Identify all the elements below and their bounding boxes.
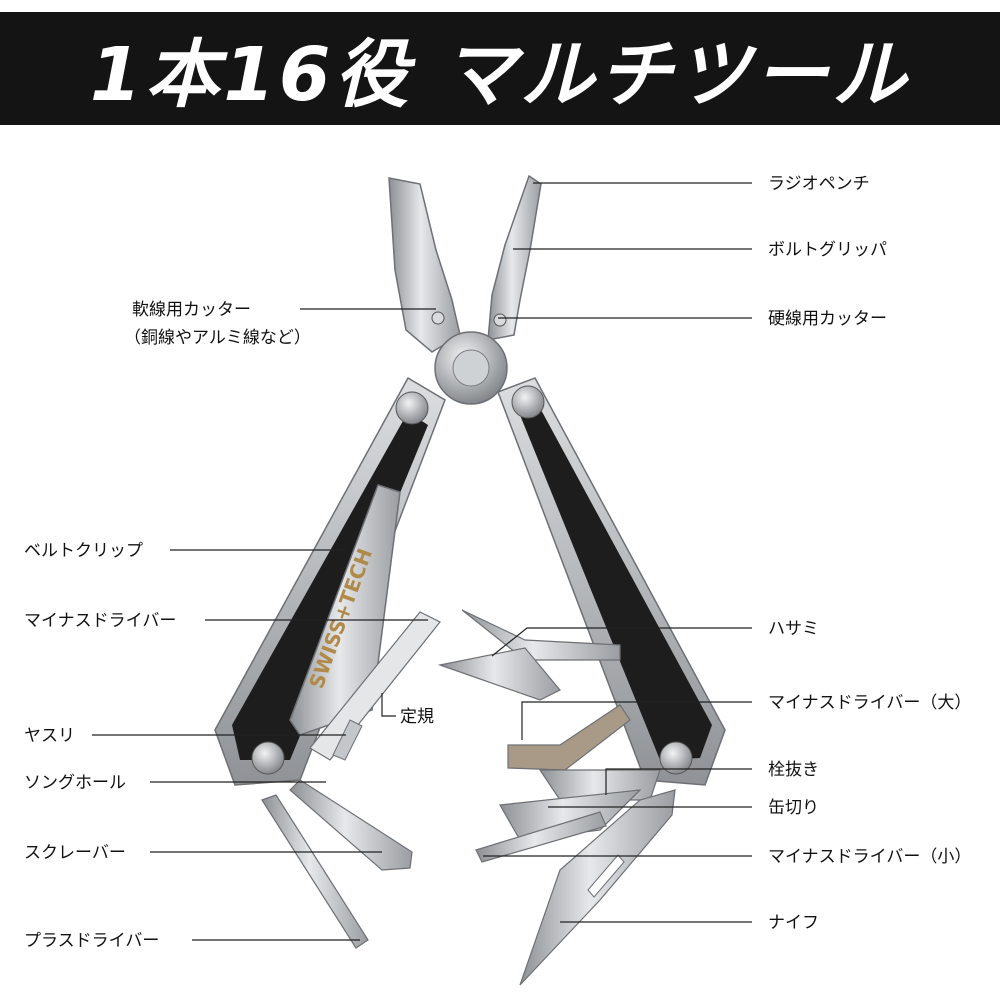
label-soft-wire-cutter-note: （銅線やアルミ線など） (124, 328, 311, 348)
leader-scissors (491, 627, 752, 657)
large-flat-driver-tool (507, 704, 631, 771)
label-scraper: スクレーバー (24, 843, 126, 863)
labels-left: 軟線用カッター （銅線やアルミ線など） ベルトクリップ マイナスドライバー 定規… (24, 300, 434, 951)
label-knife: ナイフ (768, 913, 819, 933)
label-belt-clip: ベルトクリップ (24, 541, 143, 561)
multitool-illustration: SWISS+TECH (214, 174, 726, 986)
wire-cutter-screw (431, 311, 445, 325)
label-bottle-opener: 栓抜き (768, 760, 819, 780)
label-phillips-driver: プラスドライバー (24, 931, 159, 951)
leader-bottle-opener (605, 768, 752, 795)
label-flat-driver: マイナスドライバー (24, 611, 176, 631)
file-tool (332, 719, 363, 761)
label-large-flat-driver: マイナスドライバー（大） (768, 693, 971, 713)
label-file: ヤスリ (24, 726, 75, 746)
hard-wire-cutter-screw (493, 313, 507, 327)
screw-top-left (395, 391, 429, 425)
label-song-hole: ソングホール (24, 773, 126, 793)
label-ruler: 定規 (400, 707, 434, 727)
scissors-blade-lower (437, 647, 561, 701)
screw-bottom-left (251, 741, 285, 775)
right-handle-grip (520, 408, 712, 760)
small-flat-driver-tool (475, 811, 607, 863)
label-soft-wire-cutter: 軟線用カッター (132, 300, 251, 320)
screw-top-right (511, 385, 545, 419)
leader-lines (92, 182, 752, 941)
label-scissors: ハサミ (768, 619, 819, 639)
screw-bottom-right (659, 741, 693, 775)
leader-large-flat-driver (521, 701, 752, 740)
label-hard-wire-cutter: 硬線用カッター (768, 309, 887, 329)
ruler-tool (309, 611, 441, 761)
phillips-driver-tool (261, 794, 369, 949)
right-jaw (487, 174, 542, 341)
knife-thumb-hole (587, 854, 625, 898)
label-can-opener: 缶切り (768, 798, 819, 818)
pivot-center (452, 349, 490, 387)
left-jaw (388, 177, 461, 353)
label-small-flat-driver: マイナスドライバー（小） (768, 847, 971, 867)
leader-ruler (381, 693, 396, 717)
labels-right: ラジオペンチ ボルトグリッパ 硬線用カッター ハサミ マイナスドライバー（大） … (768, 174, 971, 933)
page-title: 1本16役 マルチツール (89, 32, 911, 118)
label-bolt-gripper: ボルトグリッパ (768, 240, 887, 260)
can-opener-tool (499, 789, 642, 841)
title-banner: 1本16役 マルチツール (0, 12, 1000, 125)
label-radio-pliers: ラジオペンチ (768, 174, 870, 194)
